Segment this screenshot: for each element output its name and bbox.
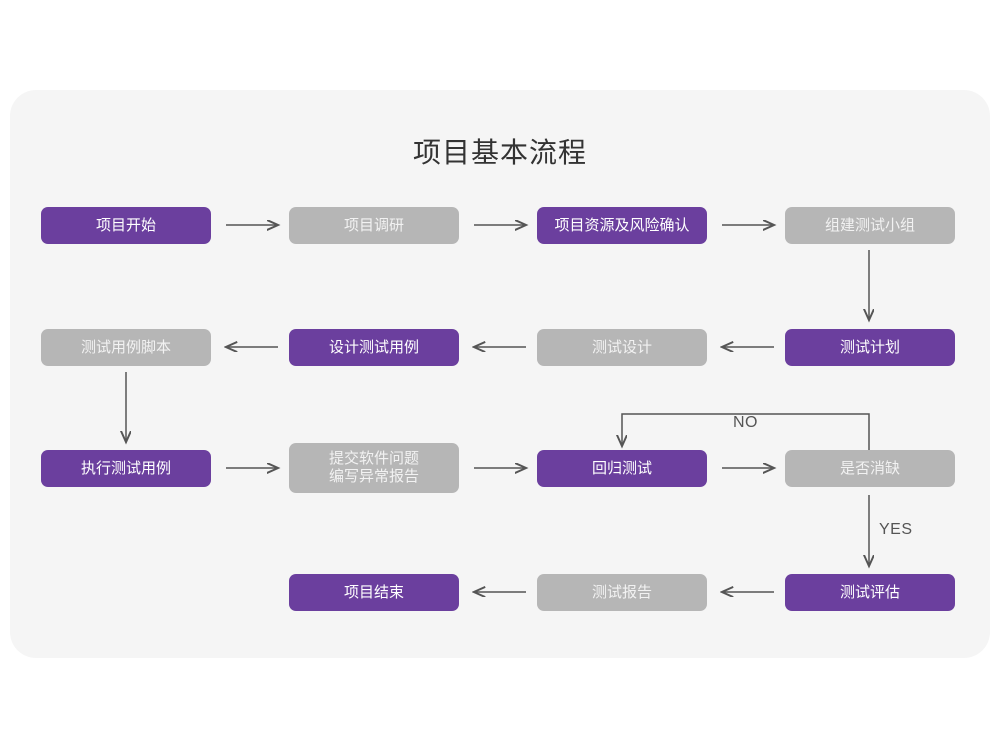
node-form-test-team[interactable]: 组建测试小组 [785, 207, 955, 244]
node-project-start[interactable]: 项目开始 [41, 207, 211, 244]
node-testcase-script[interactable]: 测试用例脚本 [41, 329, 211, 366]
node-test-report[interactable]: 测试报告 [537, 574, 707, 611]
flowchart-card [10, 90, 990, 658]
node-project-end[interactable]: 项目结束 [289, 574, 459, 611]
node-resource-risk-confirm[interactable]: 项目资源及风险确认 [537, 207, 707, 244]
node-test-design[interactable]: 测试设计 [537, 329, 707, 366]
edge-label-yes: YES [879, 521, 913, 538]
node-defect-resolved[interactable]: 是否消缺 [785, 450, 955, 487]
node-test-evaluation[interactable]: 测试评估 [785, 574, 955, 611]
node-project-research[interactable]: 项目调研 [289, 207, 459, 244]
node-submit-defect-report[interactable]: 提交软件问题 编写异常报告 [289, 443, 459, 493]
page-title: 项目基本流程 [412, 137, 587, 168]
node-regression-test[interactable]: 回归测试 [537, 450, 707, 487]
node-execute-testcase[interactable]: 执行测试用例 [41, 450, 211, 487]
node-design-testcase[interactable]: 设计测试用例 [289, 329, 459, 366]
edge-label-no: NO [733, 414, 758, 431]
node-test-plan[interactable]: 测试计划 [785, 329, 955, 366]
